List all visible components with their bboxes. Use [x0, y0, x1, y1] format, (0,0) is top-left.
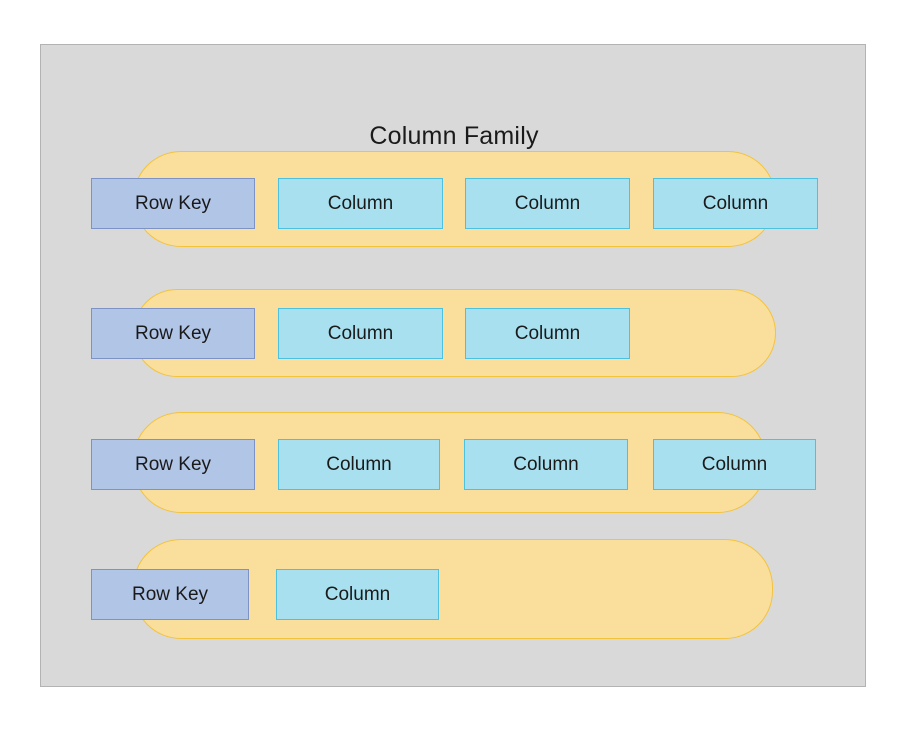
column-cell[interactable]: Column: [653, 439, 816, 490]
row-key-cell[interactable]: Row Key: [91, 308, 255, 359]
row-key-cell[interactable]: Row Key: [91, 439, 255, 490]
column-cell[interactable]: Column: [278, 439, 440, 490]
row-key-cell[interactable]: Row Key: [91, 569, 249, 620]
page-title: Column Family: [369, 122, 539, 150]
column-cell[interactable]: Column: [278, 178, 443, 229]
column-cell[interactable]: Column: [278, 308, 443, 359]
row-key-cell[interactable]: Row Key: [91, 178, 255, 229]
column-cell[interactable]: Column: [465, 308, 630, 359]
column-cell[interactable]: Column: [464, 439, 628, 490]
column-cell[interactable]: Column: [465, 178, 630, 229]
column-cell[interactable]: Column: [653, 178, 818, 229]
column-cell[interactable]: Column: [276, 569, 439, 620]
